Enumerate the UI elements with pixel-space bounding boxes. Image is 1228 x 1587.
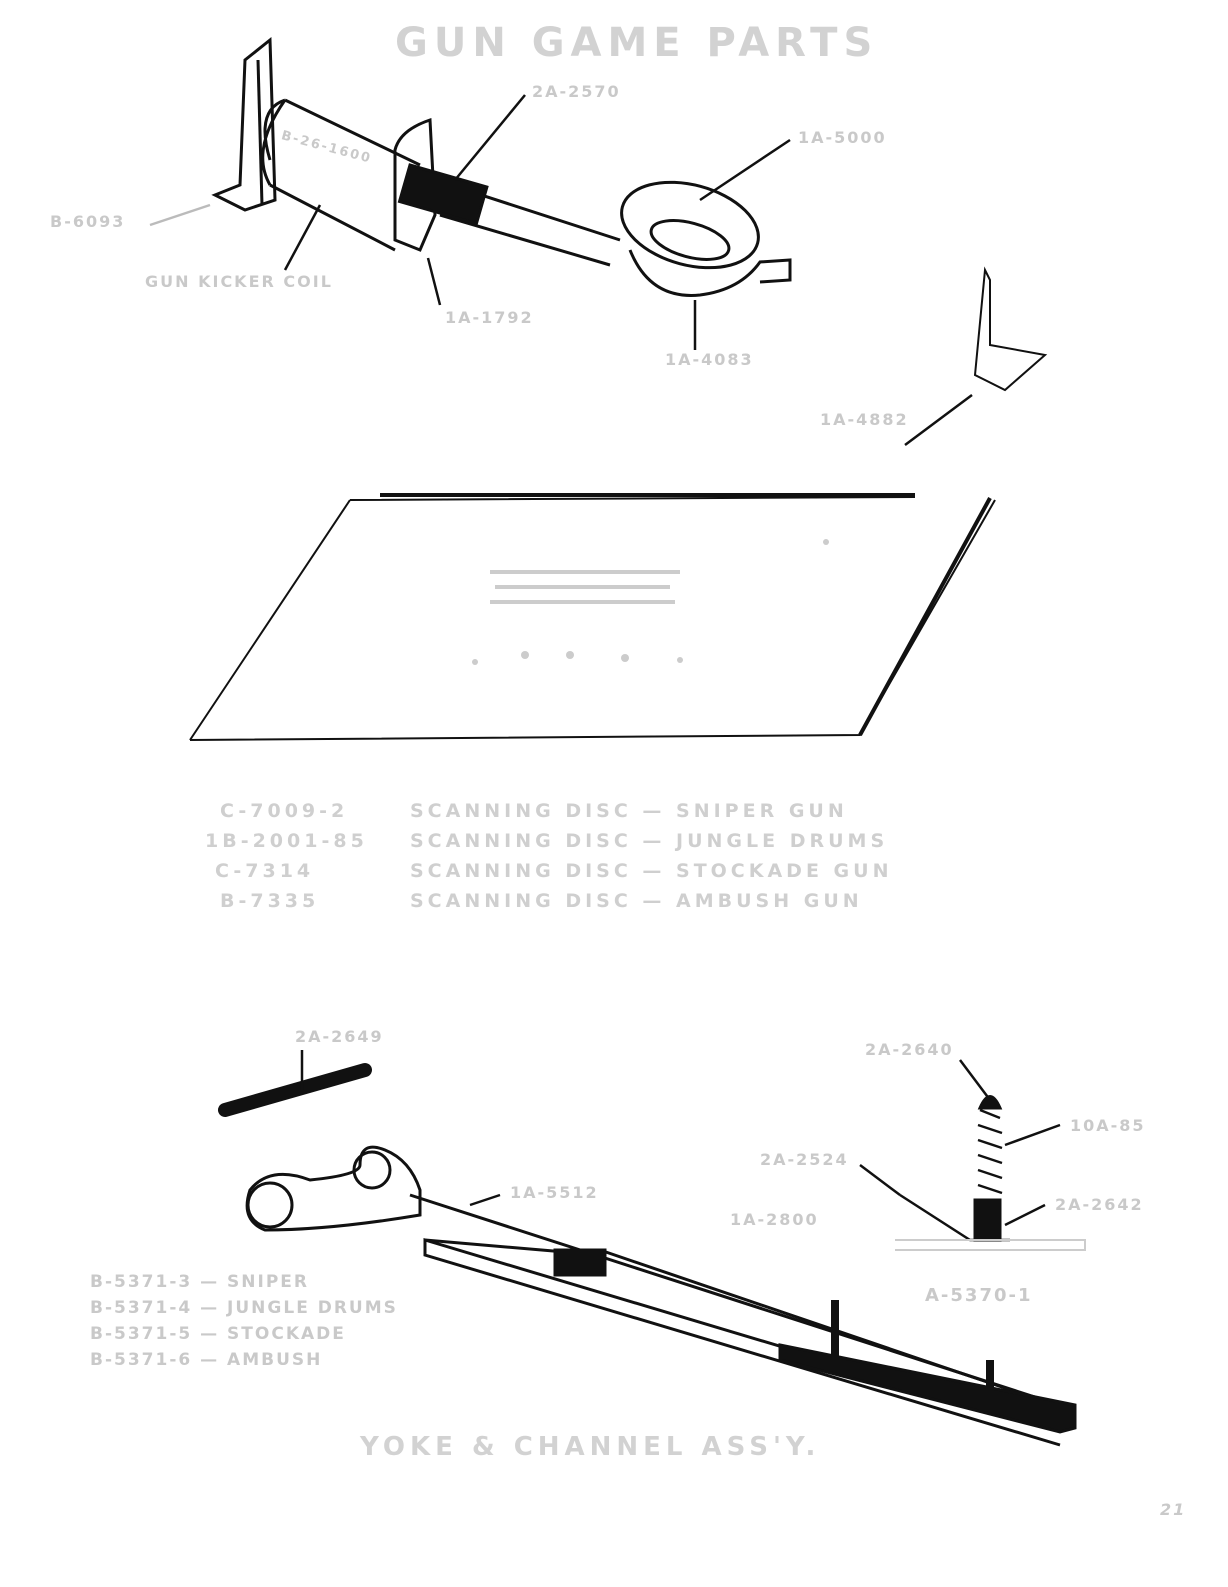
yoke-variant: B-5371-5 — STOCKADE	[90, 1324, 346, 1344]
label-spring: 10A-85	[1070, 1116, 1146, 1135]
yoke-variant: B-5371-4 — JUNGLE DRUMS	[90, 1298, 398, 1318]
label-sleeve: 2A-2642	[1055, 1195, 1144, 1214]
page-mark: 21	[1160, 1500, 1187, 1519]
label-channel: 1A-5512	[510, 1183, 599, 1202]
label-wire: 2A-2524	[760, 1150, 849, 1169]
spring	[977, 1108, 1003, 1195]
disc-part: 1B-2001-85	[205, 830, 368, 852]
label-angle-bracket: 1A-4882	[820, 410, 909, 429]
coil-bracket-front	[393, 117, 437, 252]
coil-bracket-left	[211, 36, 277, 212]
slider-block	[553, 1248, 607, 1277]
plunger-black	[397, 163, 489, 226]
scanning-disc	[189, 493, 996, 741]
label-base: 1A-2800	[730, 1210, 819, 1229]
yoke-ring	[620, 180, 760, 270]
yoke-title: YOKE & CHANNEL ASS'Y.	[360, 1432, 821, 1462]
label-bracket-left: B-6093	[50, 212, 126, 231]
disc-part: C-7314	[215, 860, 315, 882]
coil-body	[261, 98, 421, 252]
angle-bracket	[973, 266, 1048, 392]
yoke	[245, 1145, 422, 1232]
label-plunger-tip: 2A-2640	[865, 1040, 954, 1059]
disc-desc: SCANNING DISC — AMBUSH GUN	[410, 890, 863, 912]
disc-part: C-7009-2	[220, 800, 349, 822]
page-title: GUN GAME PARTS	[395, 20, 879, 66]
yoke-variant: B-5371-3 — SNIPER	[90, 1272, 310, 1292]
label-assembly: A-5370-1	[925, 1285, 1033, 1306]
pin-2a-2649	[218, 1063, 372, 1117]
disc-desc: SCANNING DISC — SNIPER GUN	[410, 800, 848, 822]
disc-part: B-7335	[220, 890, 320, 912]
disc-desc: SCANNING DISC — JUNGLE DRUMS	[410, 830, 889, 852]
label-pin: 2A-2649	[295, 1027, 384, 1046]
callout-arrows	[149, 94, 973, 447]
yoke-callout-arrows	[300, 1050, 1061, 1227]
label-plunger: 2A-2570	[532, 82, 621, 101]
label-ring: 1A-5000	[798, 128, 887, 147]
label-coil: GUN KICKER COIL	[145, 272, 333, 291]
label-bracket: 1A-1792	[445, 308, 534, 327]
yoke-variant: B-5371-6 — AMBUSH	[90, 1350, 323, 1370]
disc-desc: SCANNING DISC — STOCKADE GUN	[410, 860, 893, 882]
label-yoke-ring: 1A-4083	[665, 350, 754, 369]
channel-black-end	[778, 1343, 1077, 1434]
